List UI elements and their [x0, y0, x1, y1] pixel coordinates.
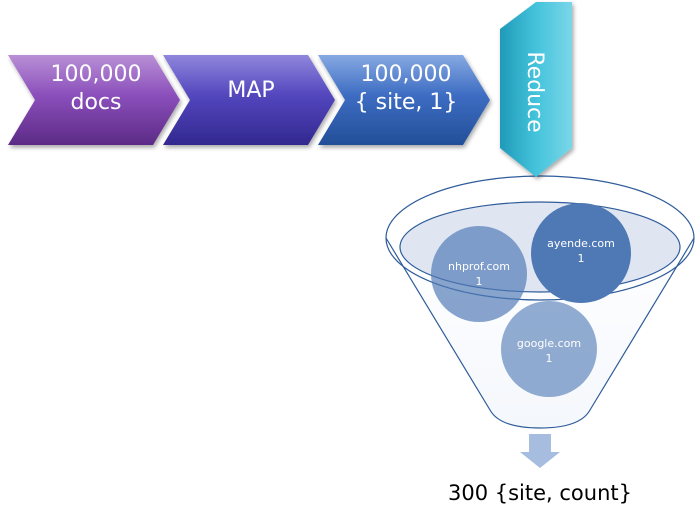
item-count-google: 1	[546, 352, 553, 365]
chevron-map-label: MAP	[227, 78, 274, 103]
chevron-reduce	[500, 2, 572, 177]
chevron-docs	[8, 55, 180, 145]
funnel-outer-rim	[385, 175, 695, 301]
item-site-ayende: ayende.com	[547, 237, 615, 250]
result-label: 300 {site, count}	[448, 481, 632, 505]
item-circle-nhprof	[431, 226, 527, 322]
chevron-docs-line1: 100,000	[51, 62, 142, 87]
chevron-pairs-line1: 100,000	[361, 62, 452, 87]
item-count-ayende: 1	[578, 252, 585, 265]
item-circle-google	[501, 301, 597, 397]
item-site-nhprof: nhprof.com	[448, 260, 510, 273]
chevron-map	[163, 55, 335, 145]
down-arrow-icon	[520, 434, 560, 468]
chevron-pairs-line2: { site, 1}	[355, 90, 458, 115]
chevron-docs-line2: docs	[71, 90, 122, 115]
chevron-pairs	[318, 55, 490, 145]
item-circle-ayende	[531, 203, 631, 303]
item-count-nhprof: 1	[476, 275, 483, 288]
item-site-google: google.com	[517, 337, 581, 350]
chevron-reduce-label: Reduce	[522, 51, 547, 132]
funnel-items: nhprof.com 1 ayende.com 1 google.com 1	[431, 203, 631, 397]
